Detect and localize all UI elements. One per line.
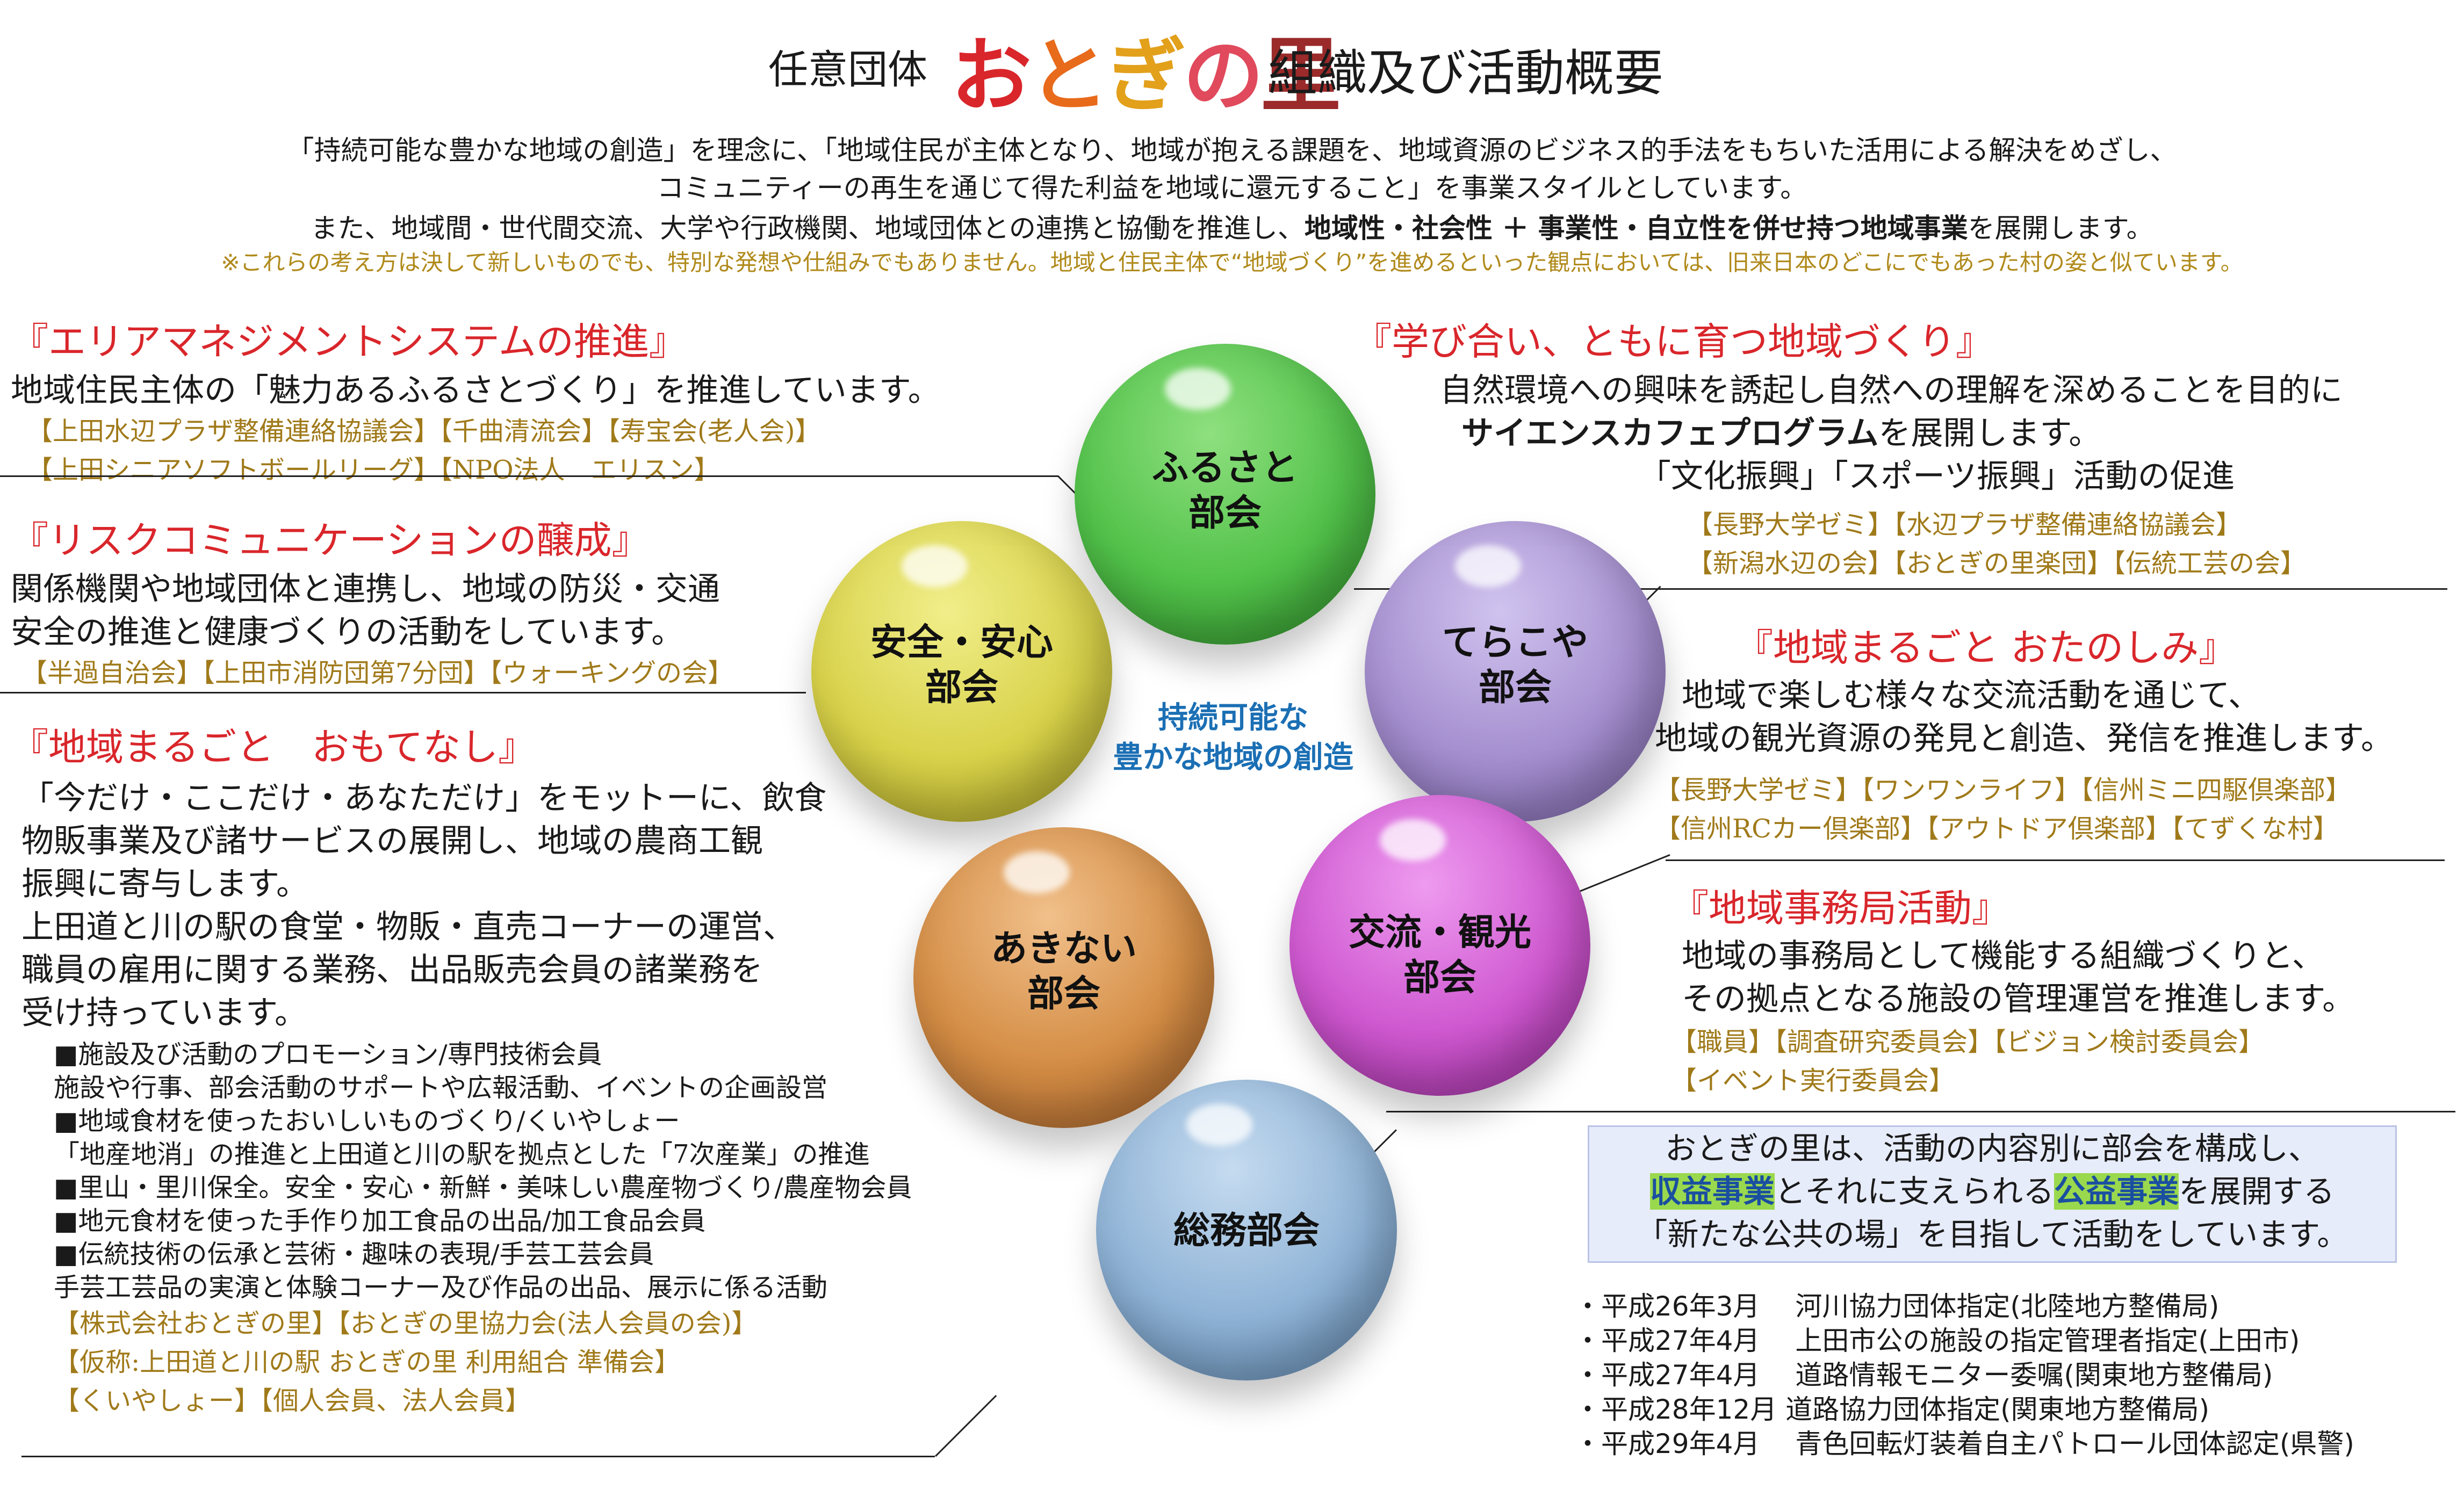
sphere-label: てらこや部会 [1442, 621, 1588, 709]
section-body-tail: を展開します。 [1878, 415, 2101, 452]
list-item: ■里山・里川保全。安全・安心・新鮮・美味しい農産物づくり/農産物会員 [54, 1173, 912, 1203]
akinai-sphere: あきない部会 [913, 827, 1214, 1128]
sphere-label: 交流・観光部会 [1348, 912, 1531, 999]
intro-line-2: コミュニティーの再生を通じて得た利益を地域に還元すること」を事業スタイルとしてい… [657, 172, 1807, 204]
section-body: サイエンスカフェプログラムを展開します。 [1461, 412, 2455, 455]
science-cafe-label: サイエンスカフェプログラム [1461, 415, 1879, 452]
section-title: 『エリアマネジメントシステムの推進』 [11, 320, 687, 364]
section-body: 振興に寄与します。 [21, 865, 308, 903]
section-tags: 【長野大学ゼミ】【水辺プラザ整備連絡協議会】 [1687, 510, 2242, 540]
section-body: 自然環境への興味を誘起し自然への理解を深めることを目的に [1440, 372, 2343, 409]
section-body: 地域の事務局として機能する組織づくりと、 [1682, 937, 2324, 975]
connector-line [1666, 859, 2445, 861]
section-tags: 【新潟水辺の会】【おとぎの里楽団】【伝統工芸の会】 [1687, 548, 2307, 579]
section-title: 『リスクコミュニケーションの醸成』 [11, 518, 650, 562]
certification-item: ・平成29年4月 青色回転灯装着自主パトロール団体認定(県警) [1574, 1428, 2354, 1459]
section-body: 安全の推進と健康づくりの活動をしています。 [11, 613, 684, 651]
connector-line [1386, 1111, 2455, 1112]
section-body: 地域で楽しむ様々な交流活動を通じて、 [1682, 677, 2260, 714]
callout-line: 「新たな公共の場」を目指して活動をしています。 [1636, 1216, 2348, 1253]
connector-line [0, 692, 806, 693]
section-body: 地域住民主体の「魅力あるふるさとづくり」を推進しています。 [11, 372, 940, 409]
center-motto-line: 豊かな地域の創造 [1113, 740, 1353, 775]
section-tags: 【信州RCカー倶楽部】【アウトドア倶楽部】【てずくな村】 [1655, 814, 2339, 844]
connector-line [21, 1456, 935, 1457]
list-item: 手芸工芸品の実演と体験コーナー及び作品の出品、展示に係る活動 [54, 1273, 828, 1303]
intro-line-3-c: を展開します。 [1968, 213, 2153, 244]
page-title: 組織及び活動概要 [1268, 45, 1664, 102]
section-body: 上田道と川の駅の食堂・物販・直売コーナーの運営、 [21, 908, 795, 946]
sphere-label: あきない部会 [990, 928, 1137, 1015]
certification-item: ・平成27年4月 上田市公の施設の指定管理者指定(上田市) [1574, 1325, 2300, 1356]
intro-line-3: また、地域間・世代間交流、大学や行政機関、地域団体との連携と協働を推進し、地域性… [0, 207, 2464, 245]
connector-line [1354, 588, 2447, 590]
list-item: ■施設及び活動のプロモーション/専門技術会員 [54, 1039, 602, 1069]
intro-line-1: 「持続可能な豊かな地域の創造」を理念に、「地域住民が主体となり、地域が抱える課題… [287, 135, 2177, 166]
section-body: 関係機関や地域団体と連携し、地域の防災・交通 [11, 570, 720, 608]
list-item: 「地産地消」の推進と上田道と川の駅を拠点とした「7次産業」の推進 [54, 1139, 870, 1169]
connector-line [0, 475, 1058, 477]
section-tags: 【イベント実行委員会】 [1671, 1066, 1955, 1096]
section-body: 職員の雇用に関する業務、出品販売会員の諸業務を [21, 951, 763, 989]
section-manabi: 『学び合い、ともに育つ地域づくり』 自然環境への興味を誘起し自然への理解を深める… [1354, 312, 2455, 583]
furusato-sphere: ふるさと部会 [1075, 344, 1375, 645]
callout-line: おとぎの里は、活動の内容別に部会を構成し、 [1665, 1130, 2319, 1167]
certification-list: ・平成26年3月 河川協力団体指定(北陸地方整備局) ・平成27年4月 上田市公… [1574, 1289, 2354, 1461]
center-motto-line: 持続可能な [1158, 700, 1308, 735]
list-item: ■伝統技術の伝承と芸術・趣味の表現/手芸工芸会員 [54, 1239, 654, 1269]
certification-item: ・平成26年3月 河川協力団体指定(北陸地方整備局) [1574, 1291, 2220, 1322]
section-body: 「今だけ・ここだけ・あなただけ」をモットーに、飲食 [21, 779, 827, 817]
center-motto: 持続可能な 豊かな地域の創造 [1093, 698, 1373, 778]
section-title: 『地域まるごと おもてなし』 [11, 725, 536, 769]
intro-note: ※これらの考え方は決して新しいものでも、特別な発想や仕組みでもありません。地域と… [221, 249, 2243, 276]
section-tags: 【職員】【調査研究委員会】【ビジョン検討委員会】 [1671, 1027, 2265, 1057]
sphere-label: 安全・安心部会 [870, 621, 1053, 709]
mission-callout: おとぎの里は、活動の内容別に部会を構成し、 収益事業とそれに支えられる公益事業を… [1588, 1125, 2397, 1263]
callout-text: とそれに支えられる [1774, 1173, 2055, 1210]
section-body: 物販事業及び諸サービスの展開し、地域の農商工観 [21, 822, 763, 860]
org-type-label: 任意団体 [768, 47, 927, 93]
intro-line-3-bold: 地域性・社会性 ＋ 事業性・自立性を併せ持つ地域事業 [1304, 213, 1968, 244]
certification-item: ・平成28年12月 道路協力団体指定(関東地方整備局) [1574, 1394, 2210, 1425]
section-risk-communication: 『リスクコミュニケーションの醸成』 関係機関や地域団体と連携し、地域の防災・交通… [11, 510, 733, 692]
section-title: 『地域事務局活動』 [1671, 886, 2009, 930]
connector-line [935, 1394, 997, 1457]
member-list: ■施設及び活動のプロモーション/専門技術会員 施設や行事、部会活動のサポートや広… [54, 1038, 912, 1304]
section-otanoshimi: 『地域まるごと おたのしみ』 地域で楽しむ様々な交流活動を通じて、 地域の観光資… [1655, 618, 2461, 848]
section-body: 受け持っています。 [21, 994, 307, 1032]
section-body: その拠点となる施設の管理運営を推進します。 [1682, 980, 2355, 1018]
section-tags: 【上田シニアソフトボールリーグ】【NPO法人 エリスン】 [27, 455, 720, 485]
section-tags: 【くいやしょー】【個人会員、法人会員】 [54, 1386, 531, 1416]
callout-line: 収益事業とそれに支えられる公益事業を展開する [1589, 1170, 2395, 1213]
sphere-label: ふるさと部会 [1151, 447, 1298, 534]
section-tags: 【長野大学ゼミ】【ワンワンライフ】【信州ミニ四駆倶楽部】 [1655, 775, 2352, 805]
certification-item: ・平成27年4月 道路情報モニター委嘱(関東地方整備局) [1574, 1360, 2273, 1391]
intro-line-3-a: また、地域間・世代間交流、大学や行政機関、地域団体との連携と協働を推進し、 [311, 213, 1305, 244]
section-tags: 【上田水辺プラザ整備連絡協議会】【千曲清流会】【寿宝会(老人会)】 [27, 416, 821, 446]
section-omotenashi: 『地域まるごと おもてなし』 「今だけ・ここだけ・あなただけ」をモットーに、飲食… [11, 717, 912, 1420]
section-area-management: 『エリアマネジメントシステムの推進』 地域住民主体の「魅力あるふるさとづくり」を… [11, 312, 940, 489]
list-item: ■地元食材を使った手作り加工食品の出品/加工食品会員 [54, 1206, 706, 1236]
list-item: ■地域食材を使ったおいしいものづくり/くいやしょー [54, 1106, 680, 1136]
section-title: 『地域まるごと おたのしみ』 [1735, 626, 2237, 670]
sphere-label: 総務部会 [1173, 1210, 1320, 1252]
list-item: 施設や行事、部会活動のサポートや広報活動、イベントの企画設営 [54, 1073, 828, 1103]
public-business-label: 公益事業 [2054, 1173, 2179, 1210]
section-body: 地域の観光資源の発見と創造、発信を推進します。 [1655, 720, 2393, 757]
section-tags: 【株式会社おとぎの里】【おとぎの里協力会(法人会員の会)】 [54, 1309, 758, 1339]
section-tags: 【半過自治会】【上田市消防団第7分団】【ウォーキングの会】 [21, 658, 734, 688]
section-body: 「文化振興」「スポーツ振興」活動の促進 [1639, 458, 2235, 495]
callout-text: を展開する [2179, 1173, 2335, 1210]
section-tags: 【仮称:上田道と川の駅 おとぎの里 利用組合 準備会】 [54, 1347, 680, 1377]
terakoya-sphere: てらこや部会 [1365, 521, 1666, 822]
section-jimukyoku: 『地域事務局活動』 地域の事務局として機能する組織づくりと、 その拠点となる施設… [1660, 878, 2455, 1100]
revenue-business-label: 収益事業 [1649, 1173, 1775, 1210]
logo: おとぎの里 [951, 30, 1341, 123]
anzen-sphere: 安全・安心部会 [811, 521, 1112, 822]
somu-sphere: 総務部会 [1096, 1080, 1397, 1380]
section-title: 『学び合い、ともに育つ地域づくり』 [1354, 320, 1993, 364]
koryu-sphere: 交流・観光部会 [1289, 795, 1590, 1096]
